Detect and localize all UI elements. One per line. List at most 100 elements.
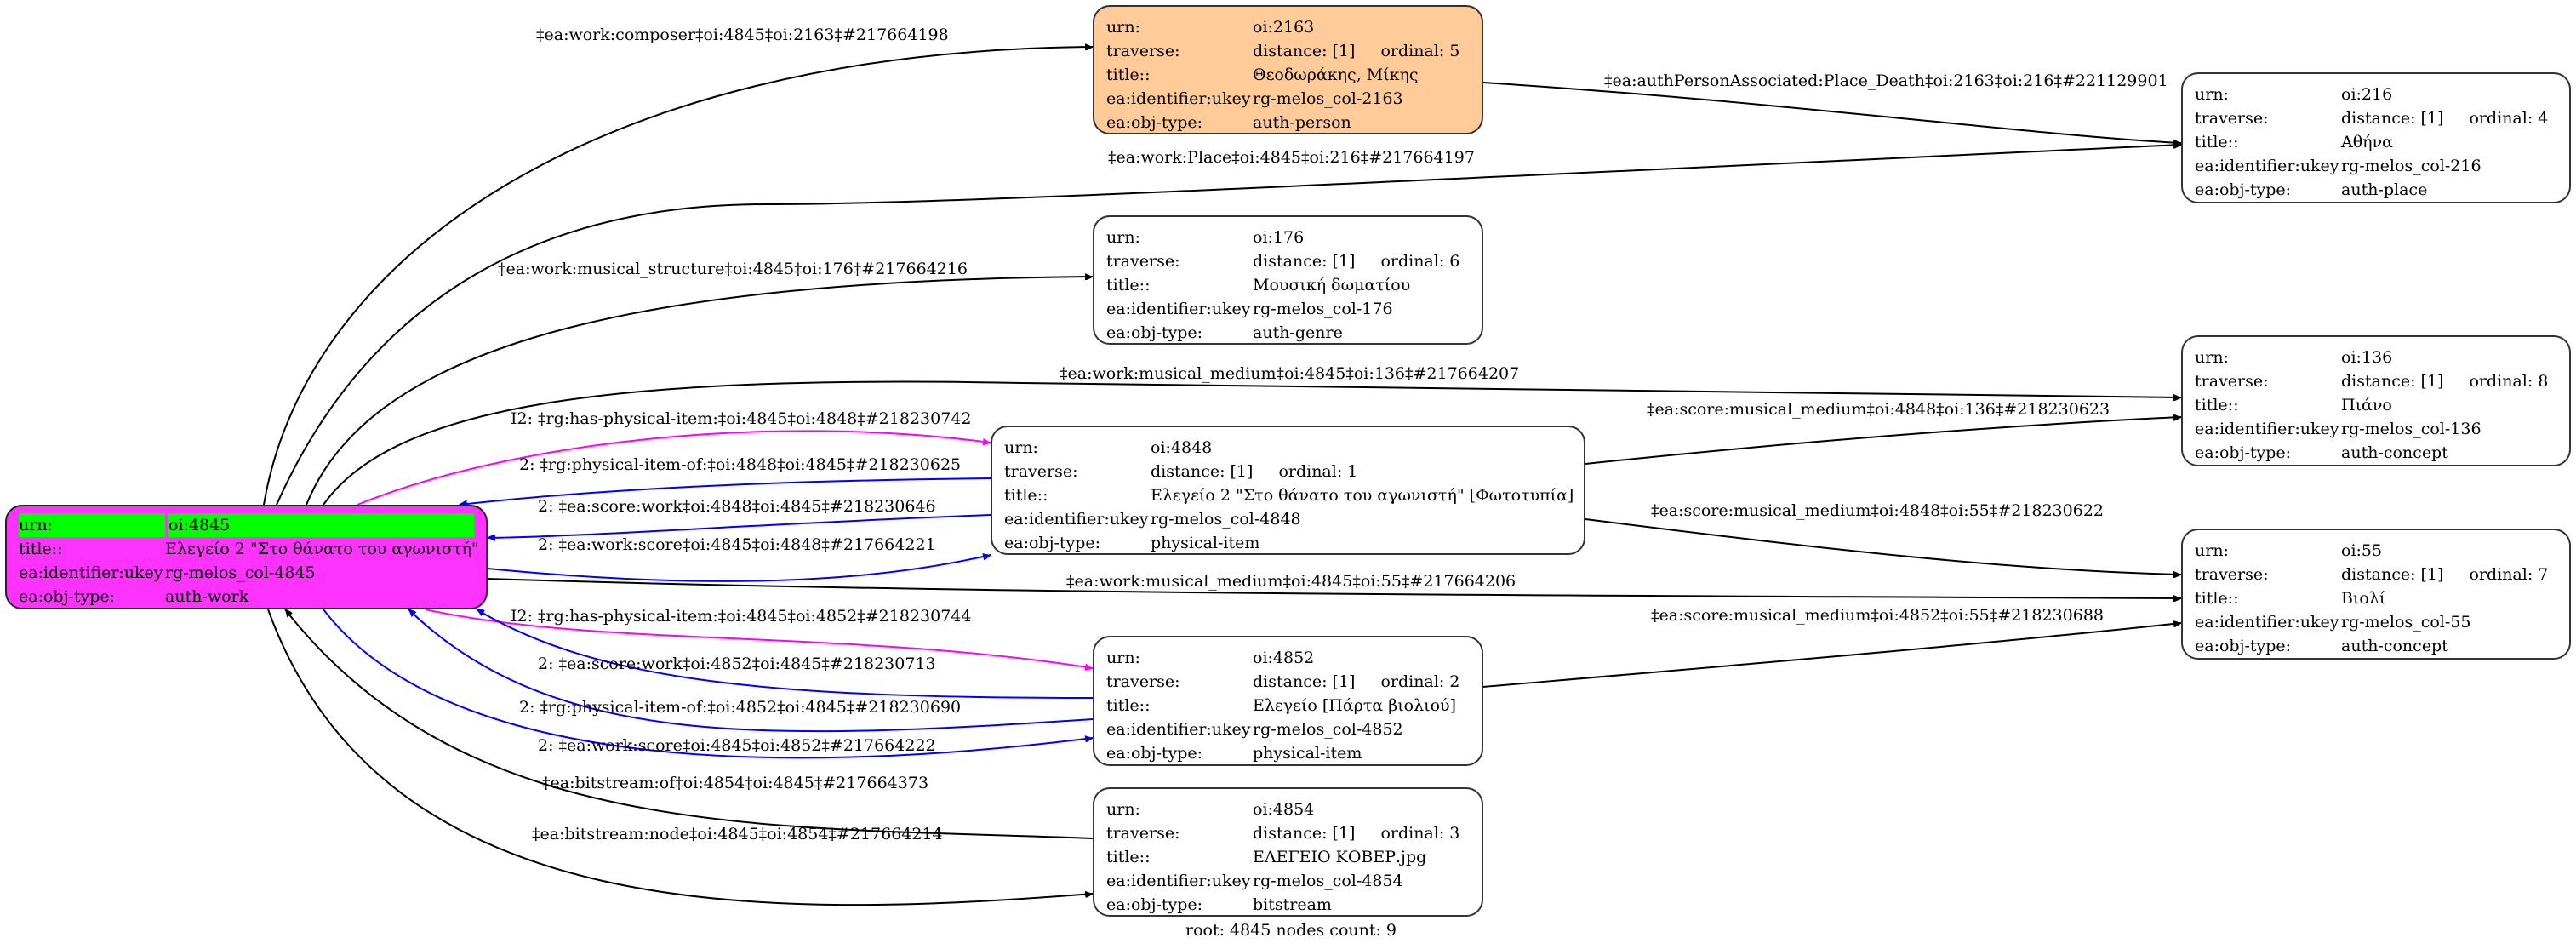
field-value: oi:2163: [1253, 18, 1315, 37]
edge-label-has-physical-item-4852: I2: ‡rg:has-physical-item:‡oi:4845‡oi:48…: [511, 607, 972, 626]
field-key: ea:obj-type:: [1004, 534, 1101, 552]
node-field-urn: urn:oi:4854: [1106, 798, 1470, 821]
field-value: rg-melos_col-4852: [1253, 720, 1403, 739]
field-value: Ελεγείο [Πάρτα βιολιού]: [1253, 696, 1457, 715]
field-key: ea:obj-type:: [2195, 180, 2292, 199]
field-key: title::: [2195, 133, 2239, 151]
field-key: traverse:: [2195, 565, 2269, 584]
edge-label-musical-medium-136: ‡ea:work:musical_medium‡oi:4845‡oi:136‡#…: [1060, 364, 1520, 383]
field-value: distance: [1]ordinal: 2: [1253, 670, 1470, 694]
edge-n4848-to-n136: [1585, 417, 2181, 465]
node-136[interactable]: urn: oi:136 traverse:distance: [1]ordinal:…: [2181, 335, 2571, 466]
field-key: traverse:: [1106, 42, 1180, 60]
field-value: oi:216: [2341, 85, 2393, 104]
edge-n4845-to-n4848: [487, 555, 991, 582]
field-value: Πιάνο: [2341, 396, 2392, 414]
traverse-ordinal: ordinal: 3: [1380, 824, 1460, 843]
field-key: traverse:: [1106, 252, 1180, 271]
node-field-traverse: traverse:distance: [1]ordinal: 8: [2195, 369, 2557, 393]
node-field-urn: urn:oi:4845: [19, 513, 474, 537]
edge-n4845-to-n55: [487, 578, 2181, 598]
edge-n4845-to-n4854: [267, 609, 1093, 906]
field-value: distance: [1] ordinal: 6: [1253, 249, 1470, 273]
field-value: distance: [1]ordinal: 1: [1151, 460, 1572, 483]
node-field-title: title::Μουσική δωματίου: [1106, 273, 1470, 297]
field-value: oi:136: [2341, 348, 2393, 367]
field-key: title::: [1106, 66, 1151, 84]
field-value: rg-melos_col-4854: [1253, 872, 1403, 890]
traverse-distance: distance: [1]: [2341, 372, 2444, 391]
field-value: distance: [1]ordinal: 8: [2341, 369, 2557, 393]
field-value: auth-work: [165, 587, 249, 606]
node-field-traverse: traverse: distance: [1]ordinal: 5: [1106, 39, 1470, 63]
field-key: urn:: [19, 513, 165, 537]
node-field-traverse: traverse:distance: [1]ordinal: 7: [2195, 563, 2557, 586]
field-value: auth-place: [2341, 180, 2428, 199]
field-key: traverse:: [2195, 109, 2269, 128]
node-field-traverse: traverse: distance: [1] ordinal: 6: [1106, 249, 1470, 273]
field-value: Βιολί: [2341, 589, 2386, 608]
edge-n4845-to-n2163: [263, 47, 1093, 506]
node-field-title: title::Βιολί: [2195, 586, 2557, 610]
field-value: rg-melos_col-2163: [1253, 89, 1403, 108]
field-key: title::: [1106, 696, 1151, 715]
edge-n4845-to-n136: [323, 380, 2181, 506]
edge-n4848-to-n55: [1585, 518, 2181, 575]
traverse-ordinal: ordinal: 6: [1380, 252, 1460, 271]
field-key: urn:: [1004, 438, 1038, 457]
field-value: oi:4852: [1253, 649, 1315, 667]
field-value: rg-melos_col-216: [2341, 157, 2482, 175]
node-field-objtype: ea:obj-type:auth-person: [1106, 111, 1470, 134]
edge-n4852-to-n55: [1482, 623, 2181, 688]
node-176[interactable]: urn:oi:176 traverse: distance: [1] ordinal:…: [1093, 215, 1483, 345]
edge-label-work-score-4852: 2: ‡ea:work:score‡oi:4845‡oi:4852‡#21766…: [538, 736, 936, 755]
field-key: title::: [1004, 486, 1048, 505]
node-field-urn: urn:oi:176: [1106, 226, 1470, 249]
field-key: urn:: [2195, 541, 2229, 560]
field-key: ea:obj-type:: [19, 587, 116, 606]
node-field-objtype: ea:obj-type:auth-concept: [2195, 441, 2557, 465]
field-key: ea:obj-type:: [1106, 895, 1203, 914]
field-value: physical-item: [1253, 744, 1362, 763]
edge-n4845-to-n4848: [357, 430, 991, 506]
edge-n4854-to-n4845: [284, 609, 1094, 839]
edge-label-place-death: ‡ea:authPersonAssociated:Place_Death‡oi:…: [1604, 71, 2168, 90]
node-field-objtype: ea:obj-type: auth-place: [2195, 178, 2557, 202]
node-field-urn: urn: oi:136: [2195, 346, 2557, 369]
field-value: distance: [1]ordinal: 5: [1253, 39, 1470, 63]
field-value: auth-person: [1253, 113, 1351, 132]
field-key: title::: [2195, 589, 2239, 608]
node-field-objtype: ea:obj-type:bitstream: [1106, 893, 1470, 917]
field-key: urn:: [2195, 348, 2229, 367]
field-key: title::: [19, 540, 63, 558]
field-key: urn:: [1106, 800, 1140, 819]
node-root-4845[interactable]: urn:oi:4845 title::Ελεγείο 2 "Στο θάνατο…: [5, 505, 488, 609]
traverse-distance: distance: [1]: [1253, 42, 1356, 60]
traverse-ordinal: ordinal: 7: [2469, 565, 2549, 584]
node-field-objtype: ea:obj-type:physical-item: [1106, 741, 1470, 765]
node-field-objtype: ea:obj-type:auth-concept: [2195, 634, 2557, 658]
field-key: traverse:: [1004, 462, 1078, 481]
traverse-distance: distance: [1]: [1151, 462, 1254, 481]
field-value: auth-concept: [2341, 637, 2448, 655]
node-field-title: title::Θεοδωράκης, Μίκης: [1106, 63, 1470, 87]
field-value: rg-melos_col-4848: [1151, 510, 1301, 529]
edge-label-work-place: ‡ea:work:Place‡oi:4845‡oi:216‡#217664197: [1108, 148, 1475, 167]
edge-n4845-to-n4852: [323, 609, 1093, 759]
node-field-title: title::Ελεγείο [Πάρτα βιολιού]: [1106, 694, 1470, 717]
graph-footer: root: 4845 nodes count: 9: [1185, 921, 1397, 940]
edge-label-score-medium-4848-55: ‡ea:score:musical_medium‡oi:4848‡oi:55‡#…: [1651, 501, 2104, 520]
traverse-distance: distance: [1]: [1253, 672, 1356, 691]
edge-n4845-to-n216: [276, 145, 2181, 506]
traverse-distance: distance: [1]: [1253, 252, 1356, 271]
field-value: oi:4845: [168, 513, 474, 537]
